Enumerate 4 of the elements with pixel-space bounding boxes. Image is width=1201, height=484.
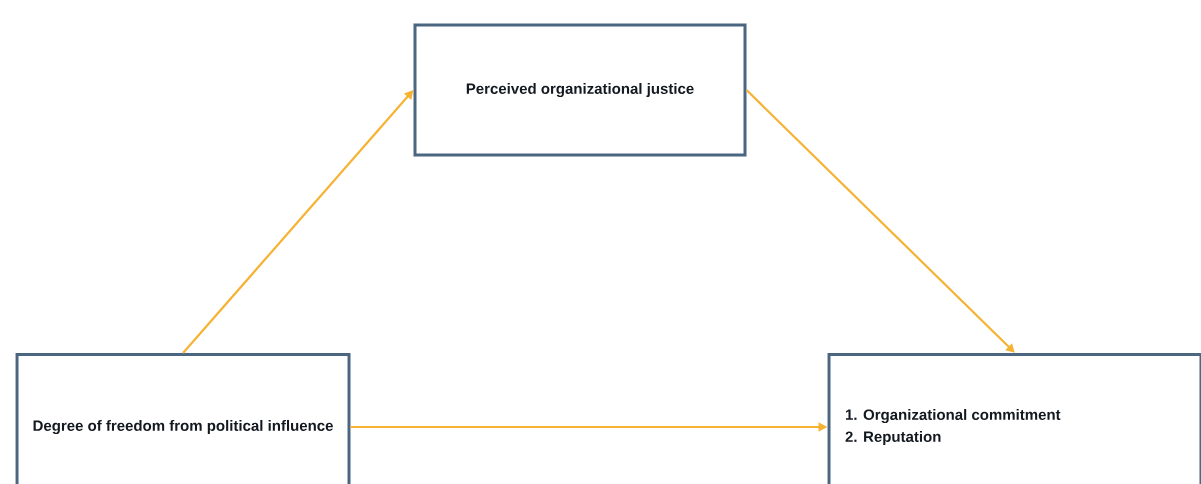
process-box: Degree of freedom from political influence [15, 353, 351, 484]
process-box: 1. Organizational commitment 2. Reputation [827, 353, 1201, 484]
arrow [745, 89, 1015, 353]
process-box: Perceived organizational justice [413, 23, 747, 157]
